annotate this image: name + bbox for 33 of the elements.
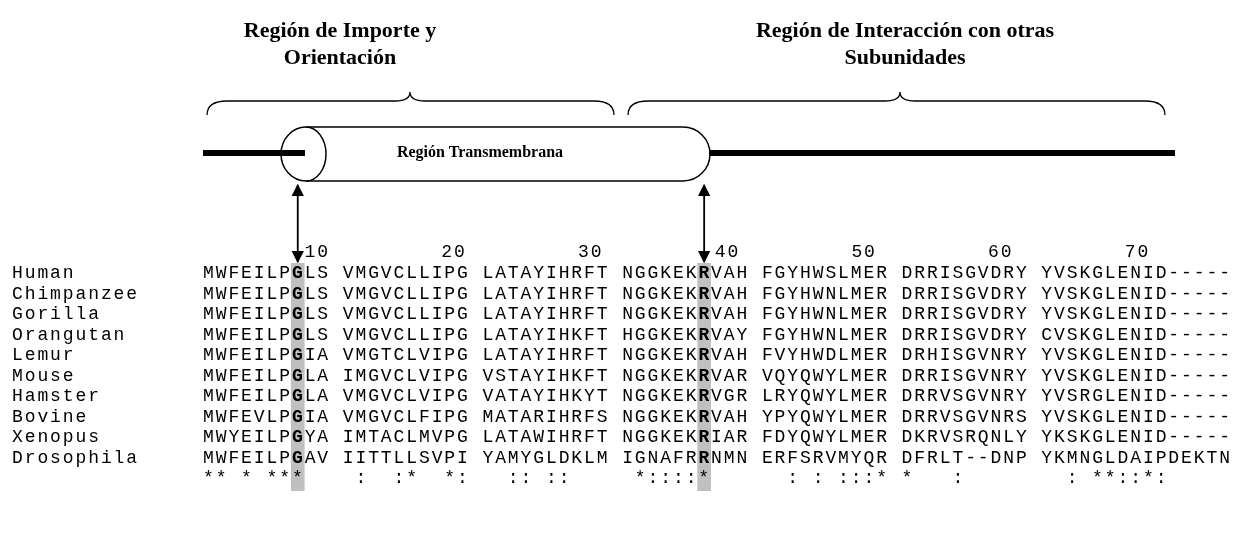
sequence-text: MWFEILPGLA VMGVCLVIPG VATAYIHKYT NGGKEKRVGR LRYQWYLMER DRRVSGVNRY YVSRGLENID----- — [203, 386, 1232, 406]
species-name: Mouse — [12, 365, 76, 386]
species-name: Xenopus — [12, 427, 101, 447]
sequence-text: MWFEVLPGIA VMGVCLFIPG MATARIHRFS NGGKEKRVAH YPYQWYLMER DRRVSGVNRS YVSKGLENID----- — [203, 406, 1232, 427]
region-heading: Región de Importe y Orientación — [242, 16, 438, 70]
sequence-text: MWYEILPGYA IMTACLMVPG LATAWIHRFT NGGKEKRIAR FDYQWYLMER DKRVSRQNLY YKSKGLENID----- — [203, 427, 1232, 447]
double-arrow — [291, 183, 305, 264]
sequence-text: MWFEILPGLS VMGVCLLIPG LATAYIHKFT HGGKEKRVAY FGYHWNLMER DRRISGVDRY CVSKGLENID----- — [203, 324, 1232, 345]
species-name: Orangutan — [12, 324, 127, 345]
position-number: 10 — [304, 242, 330, 262]
species-name: Human — [12, 263, 76, 283]
species-name: Bovine — [12, 406, 89, 427]
sequence-text: MWFEILPGLS VMGVCLLIPG LATAYIHRFT NGGKEKRVAH FGYHWNLMER DRRISGVDRY YVSKGLENID----- — [203, 283, 1232, 304]
position-number: 70 — [1124, 242, 1151, 262]
species-name: Hamster — [12, 386, 101, 406]
species-name: Gorilla — [12, 304, 101, 324]
region-heading: Región de Interacción con otras Subunidades — [755, 16, 1055, 70]
position-number: 30 — [578, 242, 604, 262]
sequence-text: MWFEILPGLS VMGVCLLIPG LATAYIHRFT NGGKEKRVAH FGYHWNLMER DRRISGVDRY YVSKGLENID----- — [203, 304, 1232, 324]
species-name: Chimpanzee — [12, 283, 140, 304]
sequence-text: MWFEILPGIA VMGTCLVIPG LATAYIHRFT NGGKEKRVAH FVYHWDLMER DRHISGVNRY YVSKGLENID----- — [203, 345, 1232, 365]
position-number: 20 — [441, 242, 467, 262]
sequence-text: MWFEILPGAV IITTLLSVPI YAMYGLDKLM IGNAFRRNMN ERFSRVMYQR DFRLT--DNP YKMNGLDAIPDEKTN — [203, 447, 1232, 468]
position-number: 50 — [851, 242, 877, 262]
transmembrane-cylinder: Región Transmembrana — [280, 126, 710, 182]
double-arrow — [697, 183, 711, 264]
sequence-text: MWFEILPGLS VMGVCLLIPG LATAYIHRFT NGGKEKRVAH FGYHWSLMER DRRISGVDRY YVSKGLENID----- — [203, 263, 1232, 283]
position-number: 40 — [714, 242, 741, 262]
conservation-line: ** * *** : :* *: :: :: *::::* : : :::* * : : **::*: — [203, 468, 1169, 488]
sequence-text: MWFEILPGLA IMGVCLVIPG VSTAYIHKFT NGGKEKRVAR VQYQWYLMER DRRISGVNRY YVSKGLENID----- — [203, 365, 1232, 386]
species-name: Lemur — [12, 345, 76, 365]
position-number: 60 — [988, 242, 1014, 262]
species-name: Drosophila — [12, 447, 140, 468]
